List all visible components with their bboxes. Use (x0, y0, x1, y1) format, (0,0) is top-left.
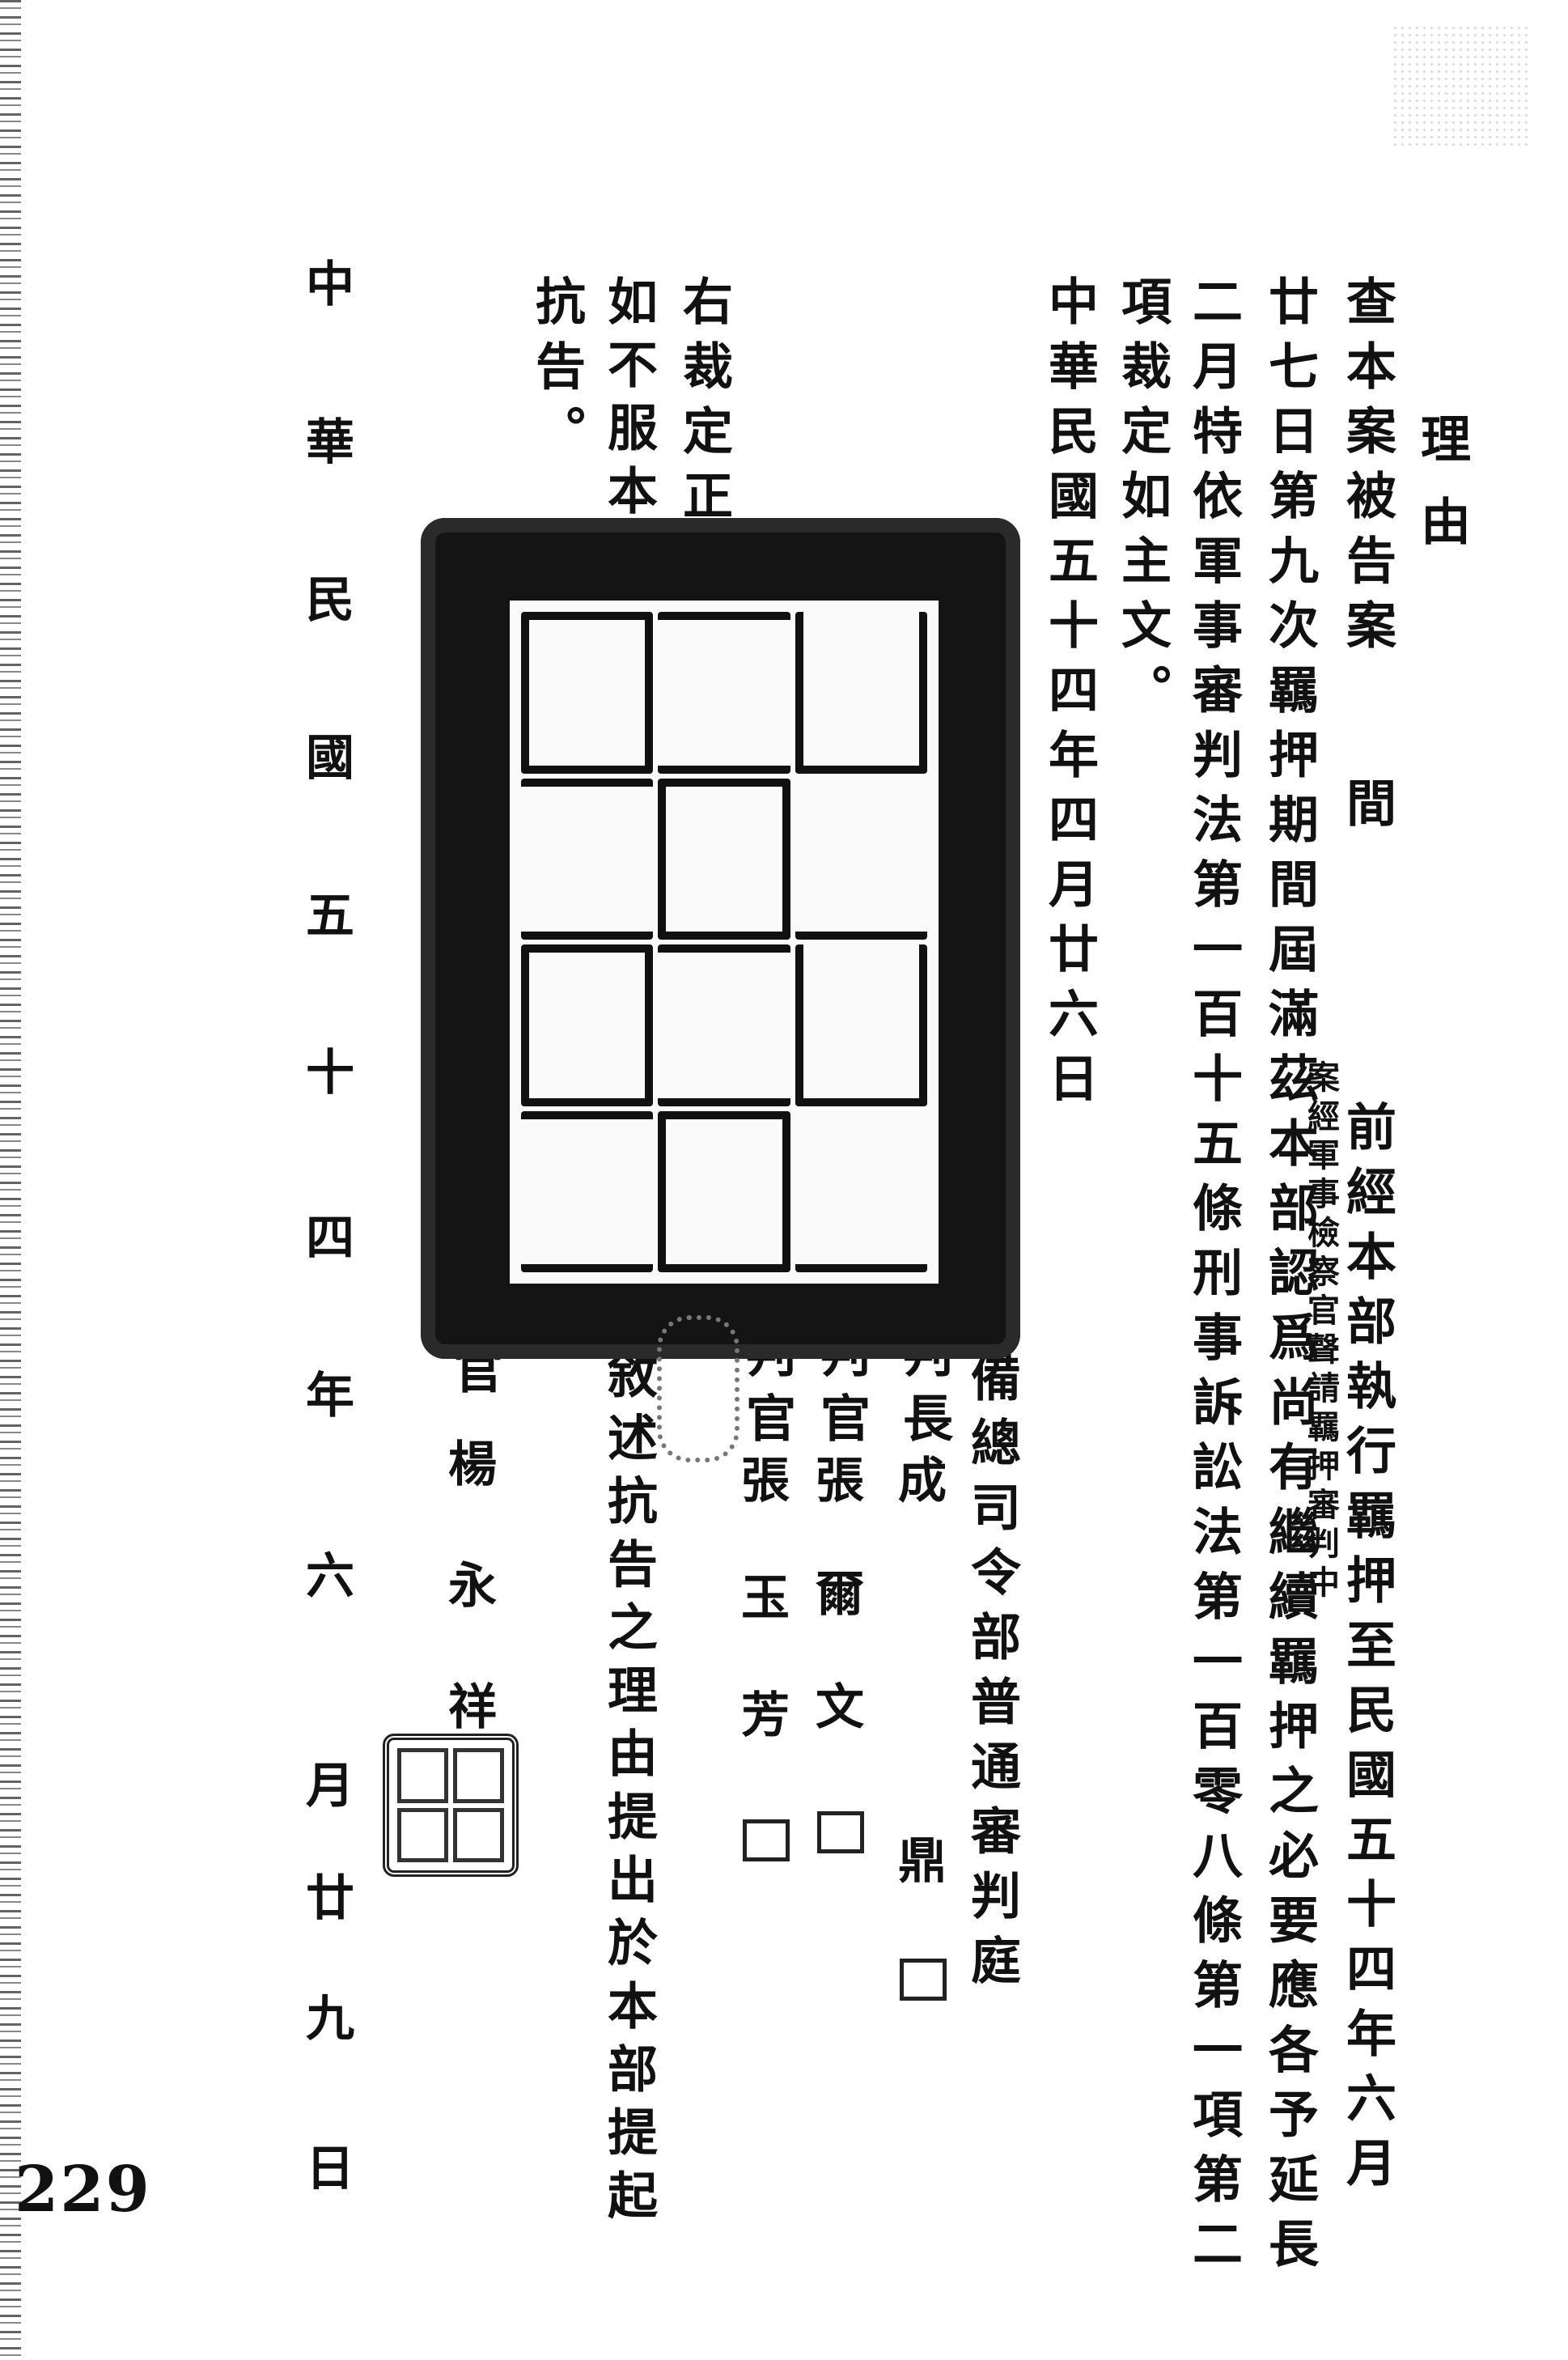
judge-name: 文 (816, 1679, 864, 1736)
issue-date-char: 國 (306, 730, 354, 787)
issue-date-char: 四 (306, 1210, 354, 1267)
inserted-correction: 案經軍事檢察官聲請羈押審判中 (1302, 1060, 1340, 1604)
official-seal-icon (421, 518, 1020, 1359)
clerk-name: 永 (448, 1558, 497, 1615)
signature-seal-icon (900, 1959, 947, 2001)
reason-text-col1b: 間 (1337, 777, 1396, 842)
issue-date-char: 十 (306, 1045, 354, 1101)
judge-name: 芳 (741, 1687, 790, 1744)
judge-name: 張 (816, 1453, 864, 1509)
court-name: 警備總司令部普通審判庭 (962, 1287, 1021, 1999)
judge-name: 張 (741, 1453, 790, 1509)
issue-date-char: 九 (306, 1991, 354, 2048)
appeal-notice-text-end: 抗告。 (527, 275, 586, 469)
issue-date-char: 中 (306, 257, 354, 313)
clerk-name: 楊 (448, 1437, 497, 1493)
issue-date-char: 六 (306, 1548, 354, 1605)
reason-text-col2: 廿七日第九次羈押期間屆滿茲本部認爲尚有繼續羈押之必要應各予延長 (1260, 275, 1319, 2282)
judge-name: 玉 (741, 1570, 790, 1627)
scan-edge-noise (0, 0, 21, 2360)
reason-text-col3: 二月特依軍事審判法第一百十五條刑事訴訟法第一百零八條第一項第二 (1184, 275, 1243, 2282)
judge-name: 爾 (816, 1566, 864, 1623)
issue-date-char: 民 (306, 572, 354, 629)
issue-date-char: 廿 (306, 1870, 354, 1927)
issue-date-char: 五 (306, 888, 354, 944)
ruling-date: 中華民國五十四年四月廿六日 (1040, 275, 1099, 1117)
page-stamp-icon (657, 1315, 740, 1462)
signature-seal-icon (743, 1819, 790, 1861)
issue-date-char: 月 (306, 1758, 354, 1815)
reason-text-col1a: 查本案被告案 (1337, 275, 1396, 664)
clerk-seal-icon (383, 1734, 519, 1877)
scan-corner-noise (1392, 24, 1529, 146)
issue-date-char: 年 (306, 1368, 354, 1424)
reason-text-col4: 項裁定如主文。 (1112, 275, 1172, 728)
section-heading: 理由 (1412, 413, 1471, 578)
clerk-name: 祥 (448, 1679, 497, 1736)
signature-seal-icon (817, 1811, 864, 1853)
issue-date-char: 日 (306, 2141, 354, 2197)
reason-text-col1c: 前經本部執行羈押至民國五十四年六月 (1337, 1101, 1396, 2201)
presiding-judge-name: 成 (898, 1453, 947, 1509)
page-number: 229 (15, 2153, 151, 2226)
presiding-judge-name: 鼎 (898, 1833, 947, 1890)
issue-date-char: 華 (306, 414, 354, 471)
seal-script-glyphs (510, 601, 939, 1284)
